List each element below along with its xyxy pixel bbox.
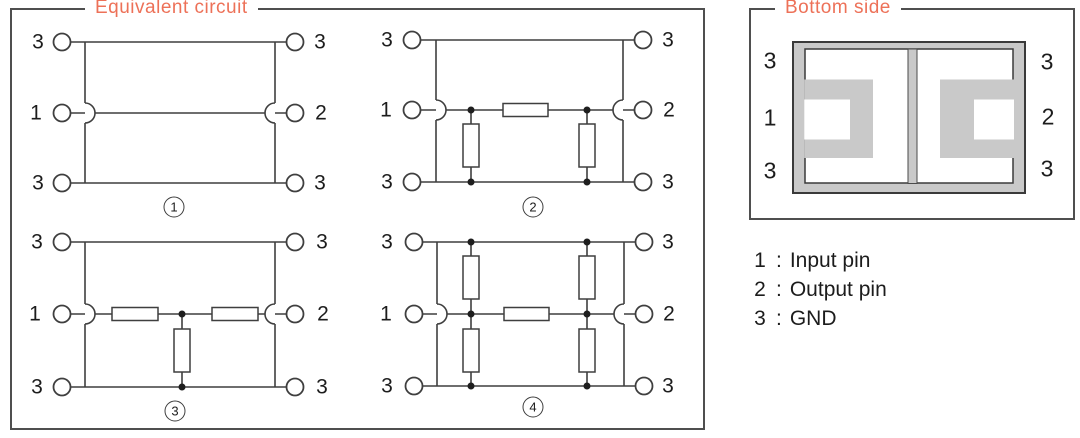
pin-label: 3	[1040, 155, 1054, 182]
pin-label: 3	[32, 30, 44, 54]
legend-separator: :	[776, 306, 782, 330]
pin-label: 2	[663, 302, 675, 326]
legend-separator: :	[776, 248, 782, 272]
pin-label: 3	[314, 30, 326, 54]
circuit-4-number: 4	[522, 396, 544, 418]
legend-pin-number: 1	[754, 248, 766, 272]
equivalent-circuit-title: Equivalent circuit	[85, 0, 258, 19]
pin-label: 3	[31, 230, 43, 254]
bottom-side-panel: Bottom side	[749, 0, 1075, 220]
pin-legend: 1 : Input pin 2 : Output pin 3 : GND	[752, 246, 887, 333]
pin-label: 3	[662, 28, 674, 52]
legend-separator: :	[776, 277, 782, 301]
circuit-1-number: 1	[163, 196, 185, 218]
pin-label: 1	[380, 98, 392, 122]
pin-label: 2	[315, 101, 327, 125]
circuit-2-number: 2	[522, 196, 544, 218]
pin-label: 2	[317, 302, 329, 326]
legend-pin-number: 3	[754, 306, 766, 330]
bottom-side-title: Bottom side	[775, 0, 901, 19]
pin-label: 3	[763, 157, 777, 184]
legend-pin-label: GND	[789, 306, 837, 330]
pin-label: 3	[381, 28, 393, 52]
pin-label: 3	[316, 230, 328, 254]
pin-label: 2	[1041, 103, 1055, 130]
equivalent-circuit-panel: Equivalent circuit	[10, 0, 705, 430]
pin-label: 3	[381, 170, 393, 194]
legend-item-output: 2 : Output pin	[752, 275, 887, 304]
pin-label: 3	[32, 171, 44, 195]
pin-label: 3	[381, 230, 393, 254]
pin-label: 3	[662, 230, 674, 254]
circuit-3-number: 3	[164, 400, 186, 422]
pin-label: 3	[381, 374, 393, 398]
legend-pin-number: 2	[754, 277, 766, 301]
pin-label: 1	[30, 101, 42, 125]
pin-label: 3	[662, 374, 674, 398]
pin-label: 1	[763, 104, 777, 131]
pin-label: 3	[316, 375, 328, 399]
legend-pin-label: Input pin	[789, 248, 871, 272]
pin-label: 3	[662, 170, 674, 194]
pin-label: 1	[29, 302, 41, 326]
legend-item-input: 1 : Input pin	[752, 246, 887, 275]
legend-item-gnd: 3 : GND	[752, 304, 887, 333]
pin-label: 3	[763, 47, 777, 74]
pin-label: 3	[31, 375, 43, 399]
pin-label: 3	[314, 171, 326, 195]
pin-label: 1	[380, 302, 392, 326]
pin-label: 3	[1040, 48, 1054, 75]
pin-label: 2	[663, 98, 675, 122]
legend-pin-label: Output pin	[789, 277, 887, 301]
